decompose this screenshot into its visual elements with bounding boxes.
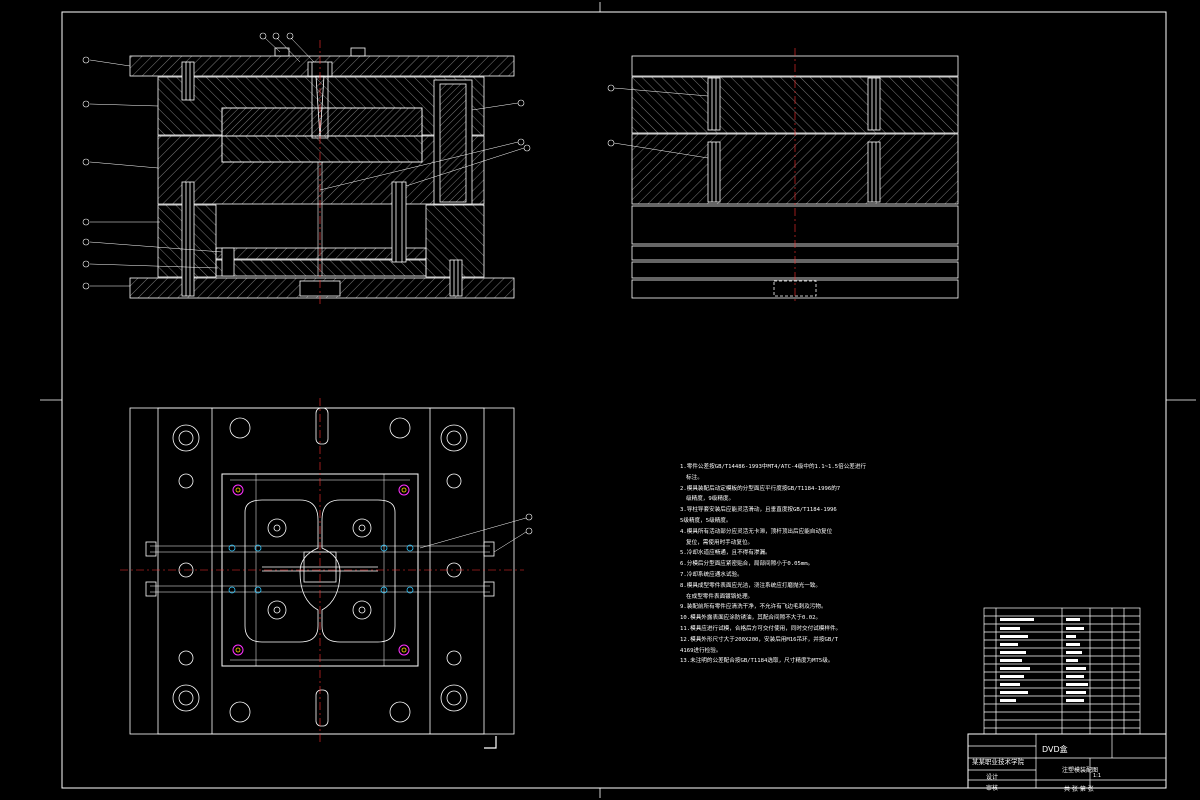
technical-note-line: 4.模具所有活动部分应灵活无卡滞，顶杆顶出后应能自动复位 bbox=[680, 528, 833, 535]
technical-note-line: 3.导柱导套安装后应能灵活滑动，且垂直度按GB/T1184-1996 bbox=[680, 507, 837, 514]
front-section-view bbox=[82, 32, 531, 306]
technical-note-line: 10.模具外露表面应涂防锈油，其配合间隙不大于0.02。 bbox=[680, 615, 822, 622]
technical-note-line: 1.零件公差按GB/T14486-1993中MT4/ATC-4级中的1.1~1.… bbox=[680, 464, 867, 470]
technical-note-line: 复位，需使用时手动复位。 bbox=[686, 539, 754, 546]
product-name: DVD盒 bbox=[1042, 745, 1068, 754]
technical-note-line: 在成型零件表面镀铬处理。 bbox=[686, 593, 754, 600]
technical-note-line: 标注。 bbox=[686, 474, 703, 481]
scale-value: 1:1 bbox=[1093, 773, 1102, 779]
technical-note-line: 6.分模后分型面应紧密贴合，局部间隙小于0.05mm。 bbox=[680, 561, 814, 568]
technical-requirements: 1.零件公差按GB/T14486-1993中MT4/ATC-4级中的1.1~1.… bbox=[680, 462, 915, 667]
side-section-view bbox=[607, 48, 959, 304]
designer-label: 设计 bbox=[986, 774, 999, 781]
drawing-frame bbox=[40, 2, 1196, 798]
technical-note-line: 5级精度，5级精度。 bbox=[680, 517, 732, 524]
technical-note-line: 11.模具应进行试模，合格后方可交付使用，同时交付试模样件。 bbox=[680, 625, 842, 632]
technical-note-line: 4169进行检验。 bbox=[680, 647, 722, 654]
school-name: 某某职业技术学院 bbox=[972, 758, 1024, 766]
plan-view bbox=[120, 398, 533, 749]
title-block bbox=[967, 607, 1167, 789]
checker-label: 审核 bbox=[986, 785, 999, 792]
technical-note-line: 12.模具外形尺寸大于200X200，安装后用M16吊环，并按GB/T bbox=[680, 636, 838, 643]
technical-note-line: 8.模具成型零件表面应光洁，浇注系统应打磨抛光一致。 bbox=[680, 582, 821, 589]
drawing-name: 注塑模装配图 bbox=[1062, 767, 1099, 774]
technical-note-line: 级精度，9级精度。 bbox=[686, 496, 735, 503]
technical-note-line: 7.冷却系统应通水试验。 bbox=[680, 571, 743, 578]
technical-note-line: 13.未注明的公差配合按GB/T1184选取，尺寸精度为MT5级。 bbox=[680, 658, 834, 665]
ejector-retainer-plate bbox=[215, 247, 427, 260]
technical-note-line: 9.装配前所有零件应清洗干净，不允许有飞边毛刺及污物。 bbox=[680, 604, 827, 611]
technical-note-line: 2.模具装配后动定模板的分型面应平行度按GB/T1184-1996的7 bbox=[680, 485, 841, 492]
sheet-count: 共 张 第 张 bbox=[1064, 786, 1094, 793]
technical-note-line: 5.冷却水道应畅通，且不得有渗漏。 bbox=[680, 550, 771, 557]
